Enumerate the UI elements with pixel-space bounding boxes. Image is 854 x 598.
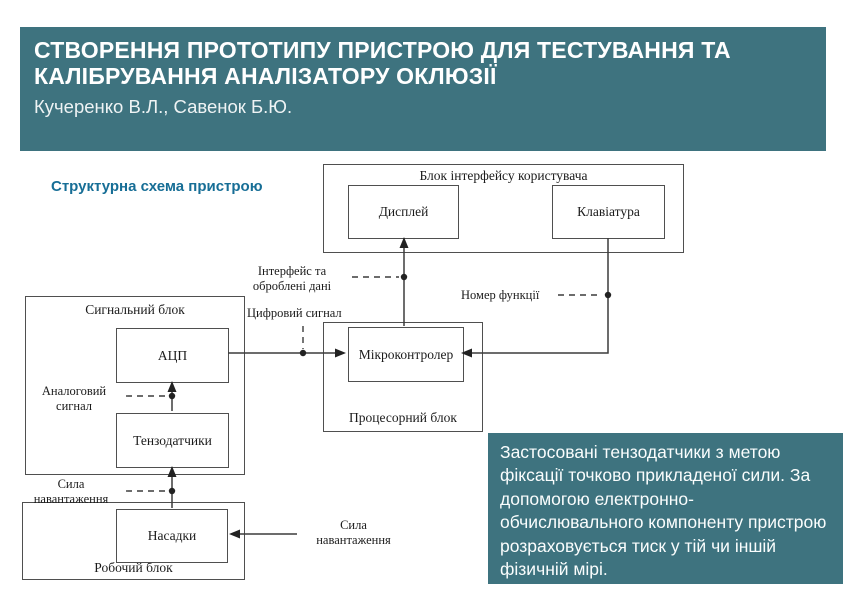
slide-title-line2: КАЛІБРУВАННЯ АНАЛІЗАТОРУ ОКЛЮЗІЇ: [34, 63, 497, 89]
node-tips: Насадки: [116, 509, 228, 563]
section-title: Структурна схема пристрою: [51, 178, 263, 195]
node-keyboard: Клавіатура: [552, 185, 665, 239]
edge-label-function-number: Номер функції: [461, 288, 540, 302]
slide-authors: Кучеренко В.Л., Савенок Б.Ю.: [34, 96, 293, 117]
slide-header: СТВОРЕННЯ ПРОТОТИПУ ПРИСТРОЮ ДЛЯ ТЕСТУВА…: [20, 27, 826, 151]
note-text: Застосовані тензодатчики з метою фіксаці…: [500, 442, 827, 580]
junction-dot-function: [604, 291, 612, 299]
junction-dot-force-left: [168, 487, 176, 495]
group-ui-block: Блок інтерфейсу користувача Дисплей Клав…: [323, 164, 684, 253]
edge-label-load-force-right: Сила навантаження: [316, 518, 391, 547]
node-microcontroller: Мікроконтролер: [348, 327, 464, 382]
group-processor-block: Мікроконтролер Процесорний блок: [323, 322, 483, 432]
junction-dot-digital: [299, 349, 307, 357]
group-work-block-label: Робочий блок: [94, 560, 173, 575]
edge-label-digital-signal: Цифровий сигнал: [247, 306, 342, 320]
junction-dot-interface: [400, 273, 408, 281]
edge-label-interface-data: Інтерфейс та оброблені дані: [252, 264, 332, 293]
note-box: Застосовані тензодатчики з метою фіксаці…: [488, 433, 843, 584]
node-strain-gauges: Тензодатчики: [116, 413, 229, 468]
group-processor-block-label: Процесорний блок: [349, 410, 457, 425]
edge-label-analog-signal: Аналоговий сигнал: [41, 384, 107, 413]
edge-label-load-force-left: Сила навантаження: [33, 477, 109, 506]
group-signal-block: Сигнальний блок АЦП Тензодатчики: [25, 296, 245, 475]
node-display: Дисплей: [348, 185, 459, 239]
group-ui-block-label: Блок інтерфейсу користувача: [419, 168, 588, 183]
node-adc: АЦП: [116, 328, 229, 383]
group-signal-block-label: Сигнальний блок: [85, 302, 185, 317]
group-work-block: Насадки Робочий блок: [22, 502, 245, 580]
slide-title-line1: СТВОРЕННЯ ПРОТОТИПУ ПРИСТРОЮ ДЛЯ ТЕСТУВА…: [34, 37, 731, 63]
